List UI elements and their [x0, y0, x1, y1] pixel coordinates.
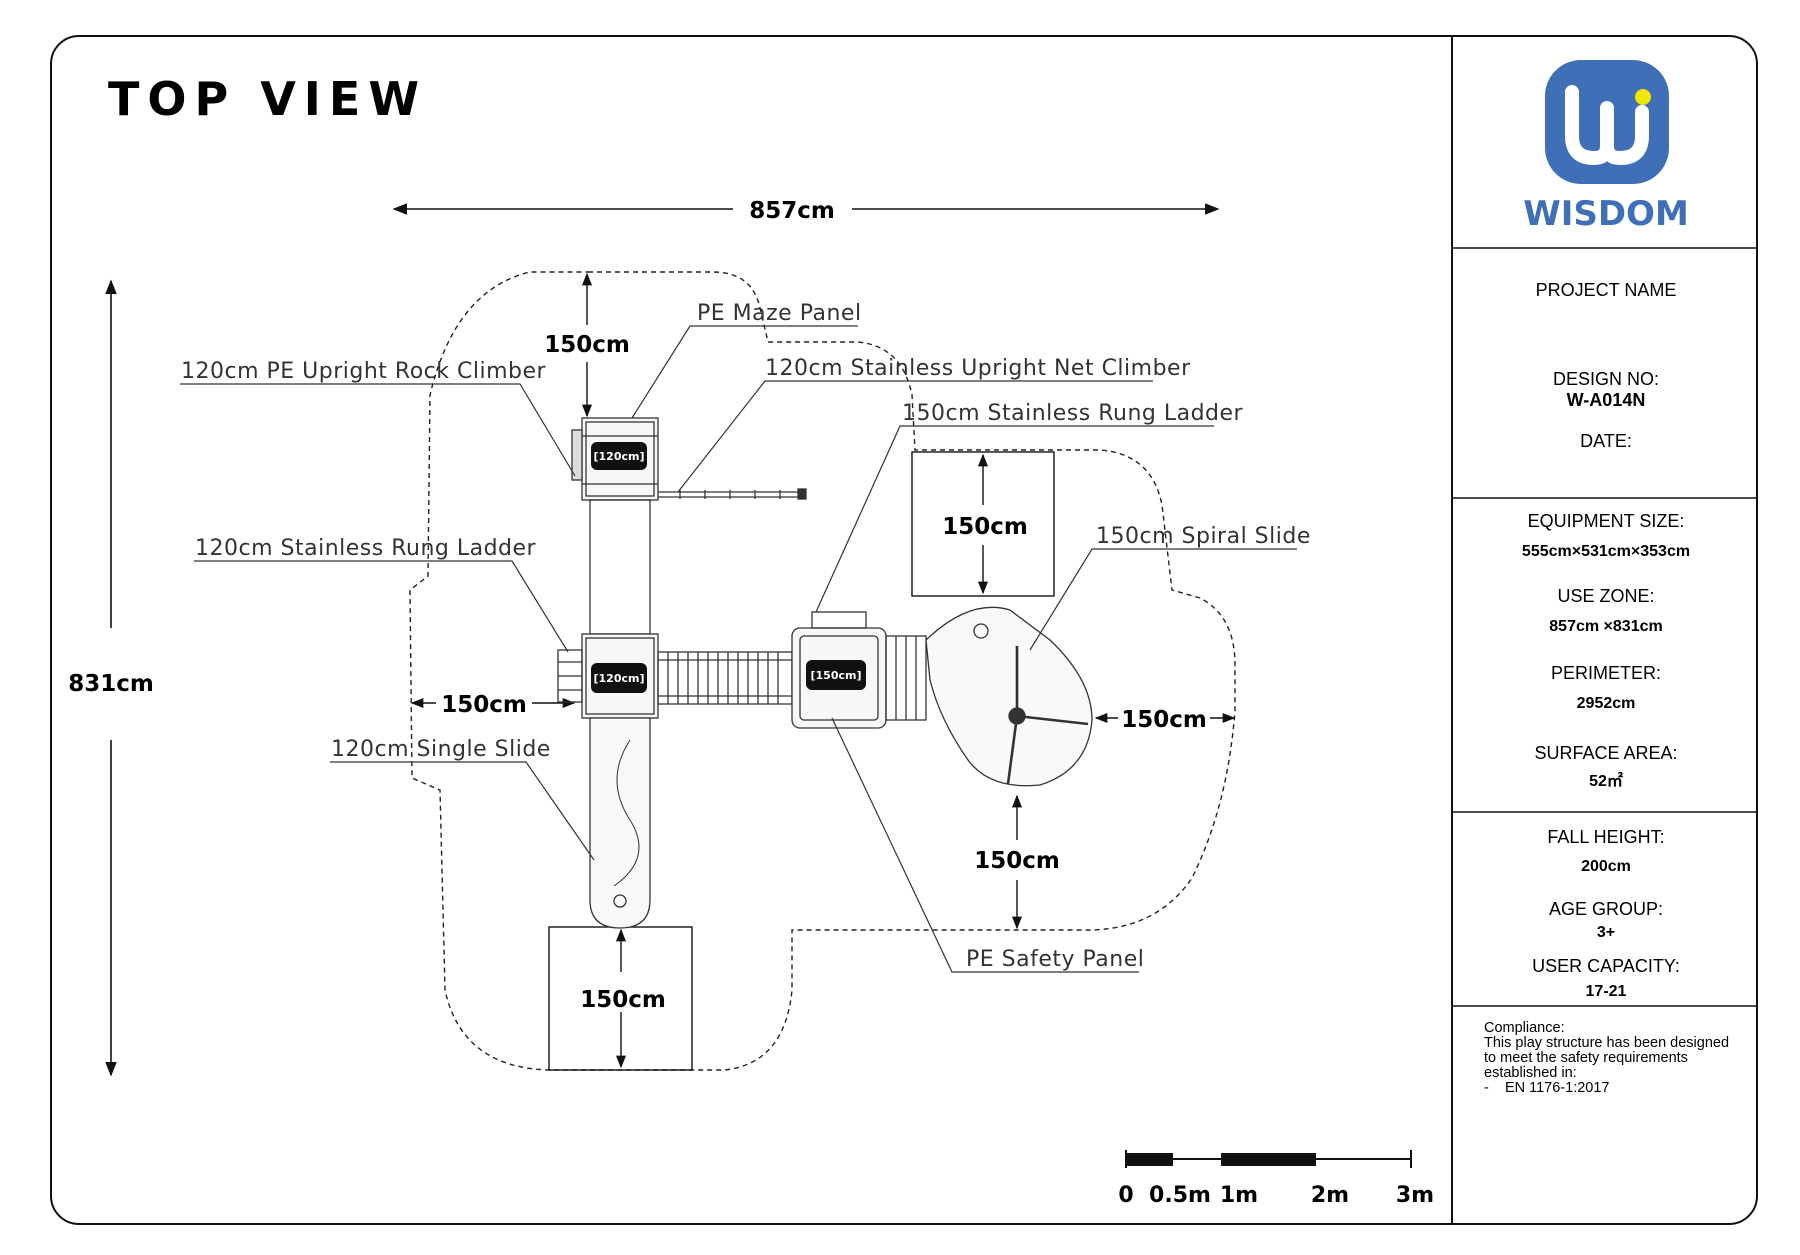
callout-maze-panel: PE Maze Panel	[697, 301, 862, 326]
callout-safety-panel: PE Safety Panel	[966, 947, 1144, 972]
rung-ladder-150	[811, 611, 867, 629]
page-title: TOP VIEW	[108, 72, 427, 126]
scale-label-2m: 2m	[1311, 1183, 1349, 1208]
age-group-value: 3+	[1597, 924, 1615, 941]
callout-leader-spiral-slide	[1029, 548, 1297, 651]
age-group-label: AGE GROUP:	[1549, 899, 1663, 919]
callout-rung-ladder-150: 150cm Stainless Rung Ladder	[902, 401, 1244, 426]
compliance-line-3: to meet the safety requirements	[1484, 1050, 1688, 1066]
single-slide	[589, 717, 651, 929]
sheet-border	[50, 35, 1758, 1225]
compliance-line-4: established in:	[1484, 1065, 1577, 1081]
callout-single-slide: 120cm Single Slide	[331, 737, 551, 762]
user-capacity-label: USER CAPACITY:	[1532, 956, 1680, 976]
callout-leader-single-slide	[330, 761, 595, 861]
brand-name: WISDOM	[1523, 194, 1689, 234]
design-no-value: W-A014N	[1567, 390, 1646, 410]
scale-bar	[1125, 1150, 1412, 1168]
clearance-left-label: 150cm	[441, 692, 527, 718]
callout-rock-climber: 120cm PE Upright Rock Climber	[181, 359, 547, 384]
surface-area-label: SURFACE AREA:	[1534, 743, 1677, 763]
fall-height-label: FALL HEIGHT:	[1547, 827, 1664, 847]
date-label: DATE:	[1580, 431, 1632, 451]
design-no-label: DESIGN NO:	[1553, 369, 1659, 389]
scale-label-3m: 3m	[1396, 1183, 1434, 1208]
callout-leader-safety-panel	[831, 717, 1139, 973]
scale-label-0-5m: 0.5m	[1149, 1183, 1211, 1208]
platform-tag-middle-left-box	[591, 663, 647, 693]
compliance-title: Compliance:	[1484, 1020, 1565, 1036]
clearance-top-label: 150cm	[544, 332, 630, 358]
callout-leader-rock-climber	[180, 383, 576, 477]
clearance-bottom-right-label: 150cm	[974, 848, 1060, 874]
platform-tag-middle-right: [150cm]	[811, 669, 862, 682]
height-dimension-label: 831cm	[68, 671, 154, 697]
width-dimension-label: 857cm	[749, 198, 835, 224]
compliance-standard: - EN 1176-1:2017	[1484, 1080, 1609, 1096]
perimeter-label: PERIMETER:	[1551, 663, 1661, 683]
platform-tag-middle-right-box	[806, 660, 866, 690]
platform-tag-top-box	[591, 442, 647, 470]
project-name-label: PROJECT NAME	[1536, 280, 1677, 300]
clearance-right-label: 150cm	[1121, 707, 1207, 733]
compliance-line-2: This play structure has been designed	[1484, 1035, 1729, 1051]
use-zone-label: USE ZONE:	[1557, 586, 1654, 606]
equipment-size-value: 555cm×531cm×353cm	[1522, 543, 1690, 560]
platform-tag-middle-left: [120cm]	[594, 672, 645, 685]
clearance-ladder-label: 150cm	[942, 514, 1028, 540]
play-structure	[557, 417, 1093, 929]
callout-leader-net-climber	[677, 380, 1153, 493]
callout-leader-maze-panel	[631, 325, 858, 419]
clearance-ladder-square	[911, 451, 1055, 597]
fall-height-value: 200cm	[1581, 858, 1631, 875]
wisdom-w-logo-icon	[1545, 60, 1669, 184]
platform-tag-top: [120cm]	[594, 450, 645, 463]
bridge	[657, 651, 793, 705]
user-capacity-value: 17-21	[1586, 983, 1627, 1000]
callout-net-climber: 120cm Stainless Upright Net Climber	[765, 356, 1191, 381]
surface-area-value: 52㎡	[1589, 771, 1623, 790]
scale-label-0: 0	[1118, 1183, 1133, 1208]
use-zone-outline	[409, 271, 1236, 1071]
clearance-slide-label: 150cm	[580, 987, 666, 1013]
net-climber	[658, 488, 807, 500]
vertical-connector	[589, 499, 651, 635]
perimeter-value: 2952cm	[1577, 695, 1636, 712]
equipment-size-label: EQUIPMENT SIZE:	[1528, 511, 1685, 531]
rock-climber	[571, 429, 583, 481]
callout-rung-ladder-120: 120cm Stainless Rung Ladder	[195, 536, 537, 561]
scale-label-1m: 1m	[1220, 1183, 1258, 1208]
callout-leader-rung-ladder-150	[815, 425, 1214, 613]
callout-leader-rung-ladder-120	[194, 560, 569, 653]
spiral-slide	[925, 606, 1093, 787]
use-zone-value: 857cm ×831cm	[1549, 618, 1662, 635]
callout-spiral-slide: 150cm Spiral Slide	[1096, 524, 1311, 549]
